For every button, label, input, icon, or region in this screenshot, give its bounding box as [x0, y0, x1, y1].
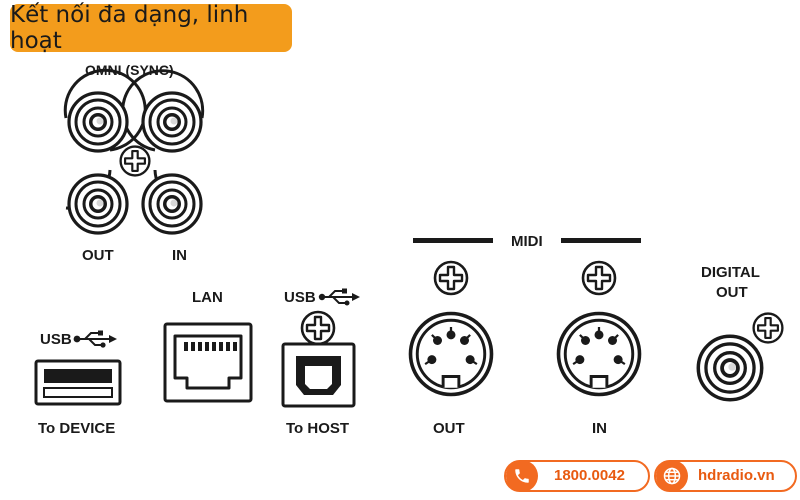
usb-device-label: USB: [40, 331, 72, 348]
digital-out-label: OUT: [716, 284, 748, 301]
midi-header-bars: [413, 238, 641, 243]
omni-in-jack-top[interactable]: [141, 91, 203, 153]
omni-in-jack-bottom[interactable]: [141, 173, 203, 235]
omni-in-label: IN: [172, 247, 187, 264]
omni-title: OMNI (SYNC): [85, 62, 174, 78]
screw-icon: [119, 145, 151, 177]
to-device-label: To DEVICE: [38, 420, 116, 437]
usb-device-port[interactable]: [34, 359, 122, 406]
lan-port[interactable]: [163, 322, 253, 403]
midi-out-port[interactable]: [408, 311, 494, 397]
midi-in-label: IN: [592, 420, 607, 437]
screw-icon: [300, 310, 336, 346]
globe-icon: [656, 460, 688, 492]
omni-out-jack-top[interactable]: [67, 91, 129, 153]
screw-icon: [433, 260, 469, 296]
website-url: hdradio.vn: [698, 467, 775, 484]
digital-out-jack[interactable]: [696, 334, 764, 402]
to-host-label: To HOST: [286, 420, 350, 437]
digital-label: DIGITAL: [701, 264, 760, 281]
website-pill[interactable]: hdradio.vn: [654, 460, 797, 492]
heading-text: Kết nối đa dạng, linh hoạt: [10, 2, 249, 54]
midi-out-label: OUT: [433, 420, 465, 437]
midi-in-port[interactable]: [556, 311, 642, 397]
midi-title: MIDI: [511, 233, 543, 250]
usb-icon: [318, 288, 360, 306]
screw-icon: [752, 312, 784, 344]
phone-pill[interactable]: 1800.0042: [504, 460, 650, 492]
heading-badge: Kết nối đa dạng, linh hoạt: [10, 2, 292, 54]
lan-label: LAN: [192, 289, 223, 306]
phone-number: 1800.0042: [554, 467, 625, 484]
omni-out-label: OUT: [82, 247, 114, 264]
phone-icon: [506, 460, 538, 492]
screw-icon: [581, 260, 617, 296]
omni-out-jack-bottom[interactable]: [67, 173, 129, 235]
usb-icon: [73, 330, 117, 348]
usb-host-label: USB: [284, 289, 316, 306]
omni-jack-cluster: [63, 68, 205, 235]
usb-host-port[interactable]: [281, 310, 356, 408]
